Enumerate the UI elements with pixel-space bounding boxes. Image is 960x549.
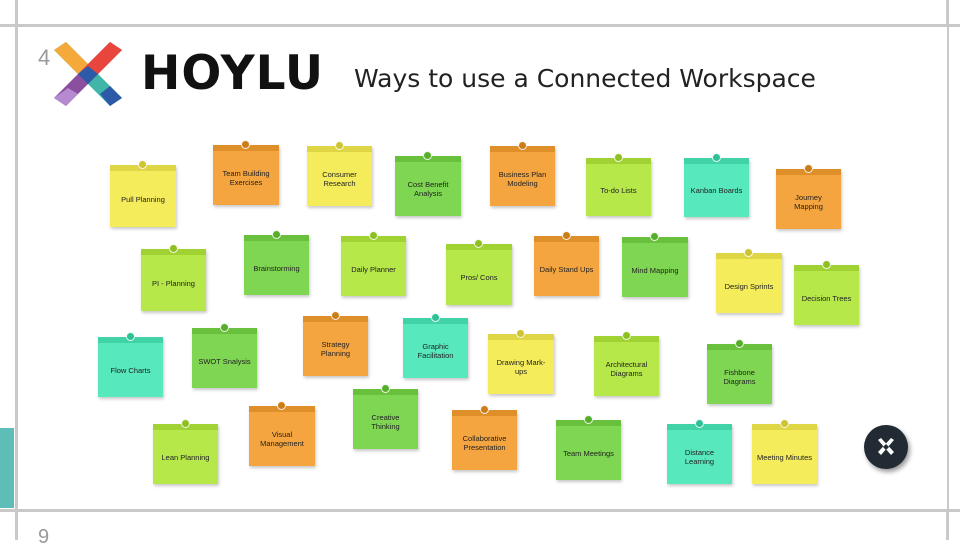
sticky-note[interactable]: Fishbone Diagrams [707,339,772,404]
sticky-note[interactable]: Creative Thinking [353,384,418,449]
sticky-note[interactable]: Team Building Exercises [213,140,279,205]
sticky-note[interactable]: Lean Planning [153,419,218,484]
sticky-note-label: Team Meetings [563,448,614,458]
sticky-note[interactable]: Flow Charts [98,332,163,397]
sticky-note-label: SWOT Snalysis [198,356,251,366]
hoylu-x-icon [878,438,894,455]
sticky-note[interactable]: Pros/ Cons [446,239,512,305]
sticky-note-label: Collaborative Presentation [462,434,507,452]
sticky-note[interactable]: Consumer Research [307,141,372,206]
sticky-note-label: Drawing Mark-ups [496,358,546,376]
grid-line-top [0,24,960,27]
slide-number: 4 [38,45,51,70]
sticky-note[interactable]: Decision Trees [794,260,859,325]
sticky-note-label: Daily Planner [351,264,396,274]
sticky-note-label: Lean Planning [161,452,210,462]
sticky-note-label: Fishbone Diagrams [723,368,756,386]
sticky-note[interactable]: Design Sprints [716,248,782,313]
side-panel-tab[interactable] [0,428,14,508]
sticky-note-label: Decision Trees [801,293,852,303]
sticky-note[interactable]: Architectural Diagrams [594,331,659,396]
sticky-note-label: Journey Mapping [794,193,823,211]
sticky-note[interactable]: Collaborative Presentation [452,405,517,470]
sticky-note[interactable]: Strategy Planning [303,311,368,376]
sticky-note[interactable]: Mind Mapping [622,232,688,297]
sticky-note-label: Graphic Facilitation [417,342,454,360]
sticky-note-label: Architectural Diagrams [605,360,648,378]
hoylu-menu-button[interactable] [864,425,908,469]
hoylu-logo-icon [54,42,122,106]
sticky-note-label: Team Building Exercises [222,169,270,187]
sticky-note-label: Pros/ Cons [460,273,498,282]
sticky-note-label: To-do Lists [600,185,637,195]
sticky-note[interactable]: PI - Planning [141,244,206,311]
next-slide-number: 9 [38,526,50,548]
grid-line-right [946,0,949,540]
sticky-note-label: Business Plan Modeling [498,170,547,188]
sticky-note[interactable]: Team Meetings [556,415,621,480]
sticky-note[interactable]: Graphic Facilitation [403,313,468,378]
grid-line-top-left-divider [15,0,18,24]
sticky-note[interactable]: Business Plan Modeling [490,141,555,206]
sticky-note-label: Daily Stand Ups [539,264,594,274]
sticky-note-label: Creative Thinking [371,413,400,431]
sticky-note[interactable]: Visual Management [249,401,315,466]
sticky-note[interactable]: Journey Mapping [776,164,841,229]
sticky-note-label: Flow Charts [110,365,151,375]
sticky-note[interactable]: SWOT Snalysis [192,323,257,388]
sticky-note-label: Brainstorming [253,263,300,273]
sticky-note[interactable]: Daily Stand Ups [534,231,599,296]
sticky-note[interactable]: Pull Planning [110,160,176,227]
sticky-note[interactable]: Drawing Mark-ups [488,329,554,394]
sticky-note[interactable]: Kanban Boards [684,153,749,217]
sticky-note-label: Pull Planning [121,194,165,204]
sticky-note[interactable]: Distance Learning [667,419,732,484]
sticky-note-label: Visual Management [260,430,304,448]
grid-line-left [15,0,18,540]
sticky-note-label: Kanban Boards [690,186,743,195]
sticky-note[interactable]: Daily Planner [341,231,406,296]
sticky-note[interactable]: Cost Benefit Analysis [395,151,461,216]
sticky-note[interactable]: To-do Lists [586,153,651,216]
sticky-note-label: Mind Mapping [631,265,679,275]
sticky-note-label: Strategy Planning [320,340,351,358]
sticky-note-label: Distance Learning [684,448,715,466]
grid-line-bottom [0,509,960,512]
slide-headline: Ways to use a Connected Workspace [354,64,816,93]
sticky-note[interactable]: Brainstorming [244,230,309,295]
brand-wordmark: HOYLU [141,46,325,101]
sticky-note-label: PI - Planning [152,278,195,288]
sticky-note-label: Design Sprints [724,281,774,291]
sticky-note-label: Meeting Minutes [756,452,813,462]
sticky-note-label: Cost Benefit Analysis [407,180,449,198]
sticky-note[interactable]: Meeting Minutes [752,419,817,484]
sticky-note-label: Consumer Research [322,170,357,188]
